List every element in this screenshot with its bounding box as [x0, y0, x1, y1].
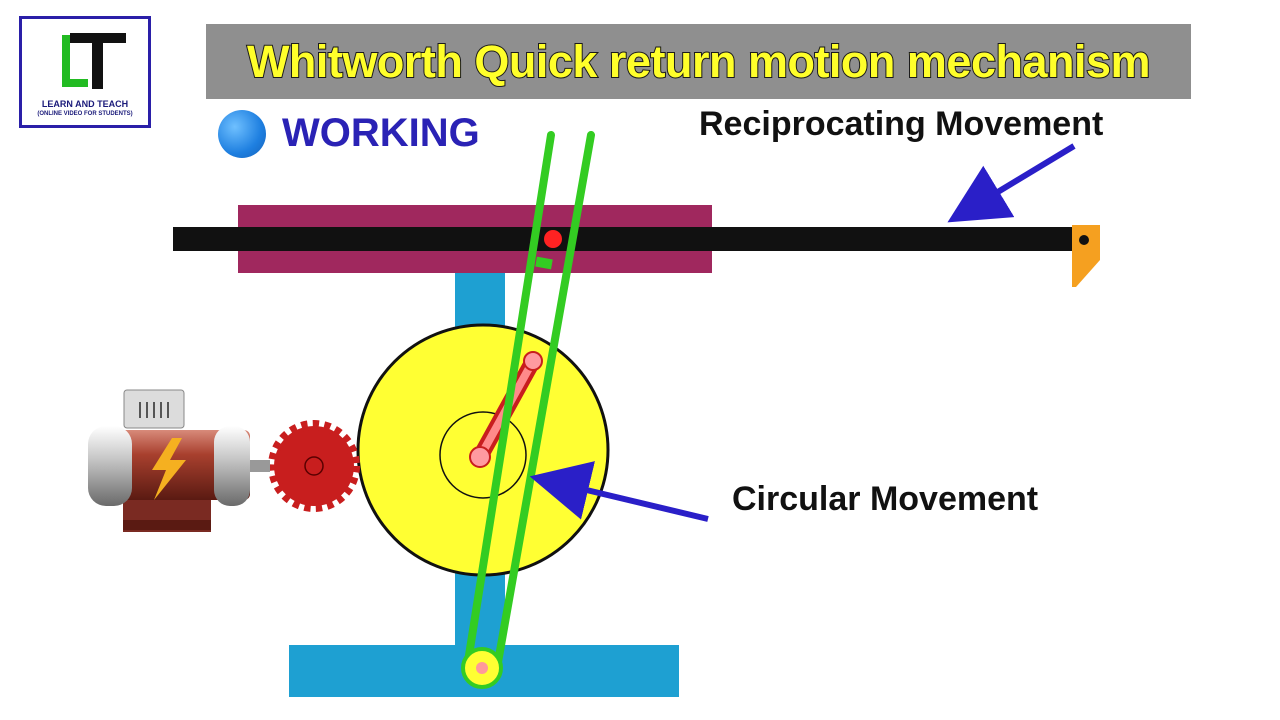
channel-logo: LEARN AND TEACH (ONLINE VIDEO FOR STUDEN…	[19, 16, 151, 128]
motor-icon	[88, 389, 270, 532]
logo-line1: LEARN AND TEACH	[41, 99, 129, 109]
logo-line2: (ONLINE VIDEO FOR STUDENTS)	[37, 111, 133, 117]
reciprocating-label: Reciprocating Movement	[699, 105, 1104, 143]
section-label: WORKING	[282, 111, 480, 155]
page-title: Whitworth Quick return motion mechanism	[246, 35, 1152, 88]
title-bar: Whitworth Quick return motion mechanism	[206, 24, 1191, 99]
circular-arrow	[529, 461, 709, 522]
ram	[173, 227, 1078, 251]
ram-slider-pin	[544, 230, 562, 248]
circular-label: Circular Movement	[732, 480, 1039, 518]
crank-pin	[523, 351, 543, 371]
reciprocating-arrow	[947, 143, 1076, 223]
bullet-dot-icon	[218, 110, 266, 158]
crank-circle	[439, 411, 527, 499]
slotted-lever	[461, 131, 595, 689]
cutting-tool-icon	[1072, 225, 1100, 287]
lt-logo-icon	[62, 33, 126, 89]
gear-icon	[268, 420, 360, 512]
